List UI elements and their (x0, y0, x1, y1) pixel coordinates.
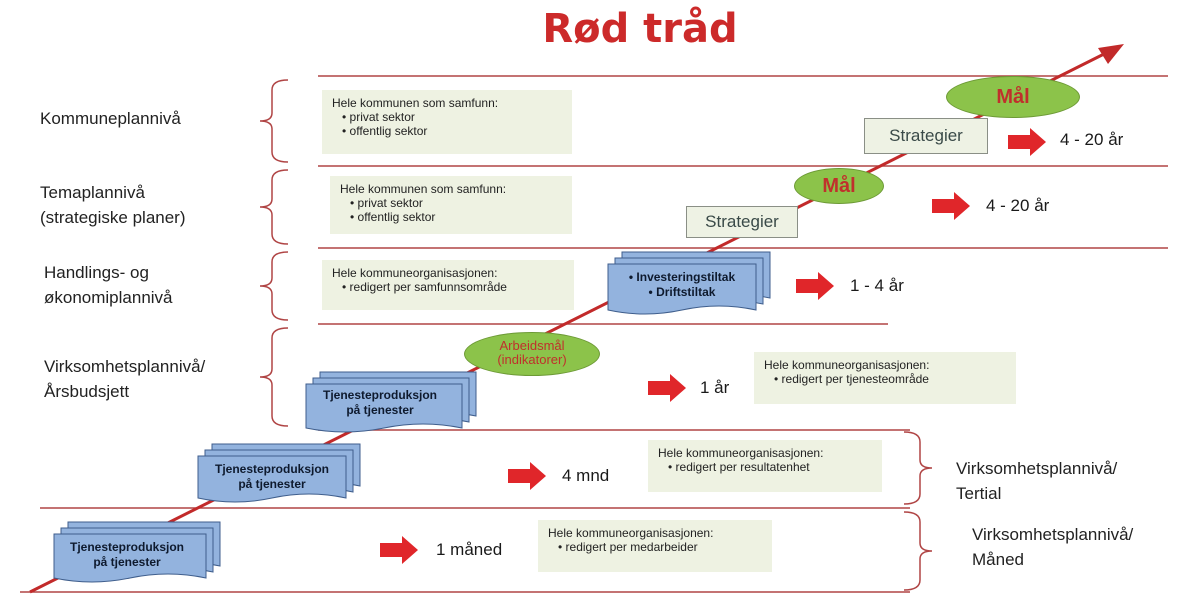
info-box-virksomhet-aar: Hele kommuneorganisasjonen: • redigert p… (754, 352, 1016, 404)
period-label-virksomhet-tertial: 4 mnd (562, 466, 610, 485)
level-label-line: økonomiplannivå (44, 288, 173, 307)
level-bracket (259, 251, 289, 321)
doc-bullet: • Investeringstiltak (628, 270, 736, 284)
level-bracket (259, 169, 289, 245)
info-bullet: • privat sektor (350, 196, 423, 210)
period-label-virksomhet-aar: 1 år (700, 378, 730, 397)
level-label-line: Måned (972, 550, 1024, 569)
info-bullet: • privat sektor (342, 110, 415, 124)
level-label-line: Temaplannivå (40, 183, 145, 202)
level-label-virksomhet-maaned: Virksomhetsplannivå/ Måned (972, 522, 1133, 572)
work-goal-oval: Arbeidsmål (indikatorer) (464, 332, 600, 376)
right-arrow-icon (648, 374, 686, 402)
document-stack-icon (53, 533, 207, 583)
doc-text-tjeneste-maaned: Tjenesteproduksjon på tjenester (69, 540, 185, 569)
red-thread-arrowhead (1098, 44, 1124, 64)
info-box-handling: Hele kommuneorganisasjonen: • redigert p… (322, 260, 574, 310)
info-bullet: • offentlig sektor (350, 210, 436, 224)
level-label-line: Virksomhetsplannivå/ (972, 525, 1134, 544)
document-stack-icon (305, 383, 463, 433)
info-box-temaplan: Hele kommunen som samfunn: • privat sekt… (330, 176, 572, 234)
period-label-kommuneplan: 4 - 20 år (1060, 130, 1124, 149)
doc-text-tjeneste-tertial: Tjenesteproduksjon på tjenester (214, 462, 330, 491)
info-heading: Hele kommunen som samfunn: (332, 96, 499, 110)
info-heading: Hele kommunen som samfunn: (340, 182, 507, 196)
info-bullet: • redigert per medarbeider (558, 540, 698, 554)
right-arrow-icon (932, 192, 970, 220)
page-title: Rød tråd (542, 6, 738, 52)
level-label-line: Virksomhetsplannivå/ (956, 459, 1118, 478)
level-label-virksomhet-aar: Virksomhetsplannivå/ Årsbudsjett (44, 354, 205, 404)
level-bracket (903, 431, 933, 505)
period-label-temaplan: 4 - 20 år (986, 196, 1050, 215)
strategy-box-kommuneplan: Strategier (864, 118, 988, 154)
right-arrow-icon (1008, 128, 1046, 156)
level-label-line: Kommuneplannivå (40, 109, 181, 128)
level-label-temaplan: Temaplannivå (strategiske planer) (40, 180, 186, 230)
right-arrow-icon (796, 272, 834, 300)
level-bracket (903, 511, 933, 591)
document-stack-icon (607, 263, 757, 315)
level-label-line: Virksomhetsplannivå/ (44, 357, 206, 376)
level-label-line: Handlings- og (44, 263, 149, 282)
level-label-handling: Handlings- og økonomiplannivå (44, 260, 173, 310)
info-bullet: • offentlig sektor (342, 124, 428, 138)
period-label-handling: 1 - 4 år (850, 276, 904, 295)
right-arrow-icon (380, 536, 418, 564)
level-label-line: Tertial (956, 484, 1002, 503)
level-bracket (259, 327, 289, 427)
info-box-virksomhet-maaned: Hele kommuneorganisasjonen: • redigert p… (538, 520, 772, 572)
period-label-virksomhet-maaned: 1 måned (436, 540, 503, 559)
level-label-kommuneplan: Kommuneplannivå (40, 106, 181, 131)
info-heading: Hele kommuneorganisasjonen: (658, 446, 824, 460)
strategy-box-temaplan: Strategier (686, 206, 798, 238)
doc-bullet: • Driftstiltak (648, 285, 716, 299)
info-bullet: • redigert per resultatenhet (668, 460, 810, 474)
level-label-line: (strategiske planer) (40, 208, 186, 227)
info-heading: Hele kommuneorganisasjonen: (548, 526, 714, 540)
level-bracket (259, 79, 289, 163)
info-box-virksomhet-tertial: Hele kommuneorganisasjonen: • redigert p… (648, 440, 882, 492)
level-label-line: Årsbudsjett (44, 382, 130, 401)
doc-text-investering: • Investeringstiltak • Driftstiltak (612, 270, 752, 300)
goal-oval-kommuneplan: Mål (946, 76, 1080, 118)
info-box-kommuneplan: Hele kommunen som samfunn: • privat sekt… (322, 90, 572, 154)
document-stack-icon (197, 455, 347, 503)
info-bullet: • redigert per samfunnsområde (342, 280, 507, 294)
goal-oval-temaplan: Mål (794, 168, 884, 204)
info-bullet: • redigert per tjenesteområde (774, 372, 929, 386)
info-heading: Hele kommuneorganisasjonen: (764, 358, 930, 372)
work-goal-line: Arbeidsmål (499, 338, 565, 353)
right-arrow-icon (508, 462, 546, 490)
doc-text-tjeneste-aar: Tjenesteproduksjon på tjenester (322, 388, 438, 417)
work-goal-line: (indikatorer) (497, 352, 567, 367)
level-label-virksomhet-tertial: Virksomhetsplannivå/ Tertial (956, 456, 1117, 506)
info-heading: Hele kommuneorganisasjonen: (332, 266, 498, 280)
